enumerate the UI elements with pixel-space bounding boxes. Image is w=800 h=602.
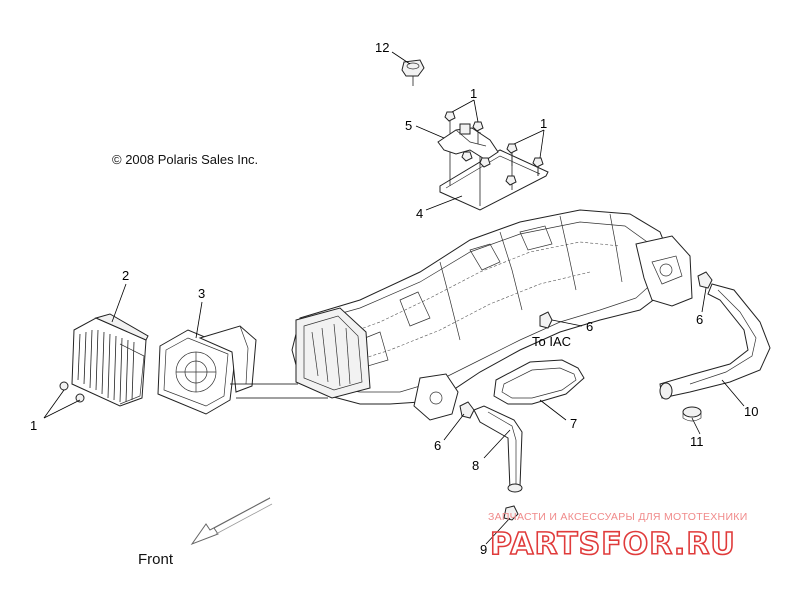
hose-right <box>659 283 771 400</box>
callout-4: 4 <box>416 206 423 221</box>
callout-6-iac: 6 <box>586 319 593 334</box>
hose-end-fitting <box>503 505 519 521</box>
fitting-bottom <box>459 401 475 419</box>
callout-9: 9 <box>480 542 487 557</box>
plate-bolts <box>444 111 544 186</box>
front-direction-arrow <box>190 497 273 546</box>
callout-12: 12 <box>375 40 389 55</box>
fitting-right <box>697 271 713 289</box>
iac-label: To IAC <box>532 334 571 349</box>
leader-lines <box>43 51 745 545</box>
watermark-brand: PARTSFOR.RU <box>490 527 736 562</box>
callout-3: 3 <box>198 286 205 301</box>
callout-1-right: 1 <box>540 116 547 131</box>
air-filter <box>59 313 149 407</box>
callout-1-left: 1 <box>30 418 37 433</box>
callout-10: 10 <box>744 404 758 419</box>
bracket <box>437 123 499 161</box>
callout-7: 7 <box>570 416 577 431</box>
callout-2: 2 <box>122 268 129 283</box>
gasket <box>493 359 585 405</box>
callout-11: 11 <box>690 434 704 449</box>
plenum-body <box>291 209 693 421</box>
callout-8: 8 <box>472 458 479 473</box>
front-label: Front <box>138 551 174 568</box>
callout-6-bottom: 6 <box>434 438 441 453</box>
filter-frame <box>157 325 257 415</box>
copyright-text: © 2008 Polaris Sales Inc. <box>112 152 258 167</box>
fitting-iac <box>539 311 553 329</box>
watermark-tagline: ЗАПЧАСТИ И АКСЕССУАРЫ ДЛЯ МОТОТЕХНИКИ <box>488 511 748 523</box>
callout-6-right: 6 <box>696 312 703 327</box>
hose-cap <box>682 406 702 422</box>
sensor-fitting <box>401 59 425 86</box>
hose-lower <box>473 405 523 493</box>
callout-1-top: 1 <box>470 86 477 101</box>
callout-5: 5 <box>405 118 412 133</box>
